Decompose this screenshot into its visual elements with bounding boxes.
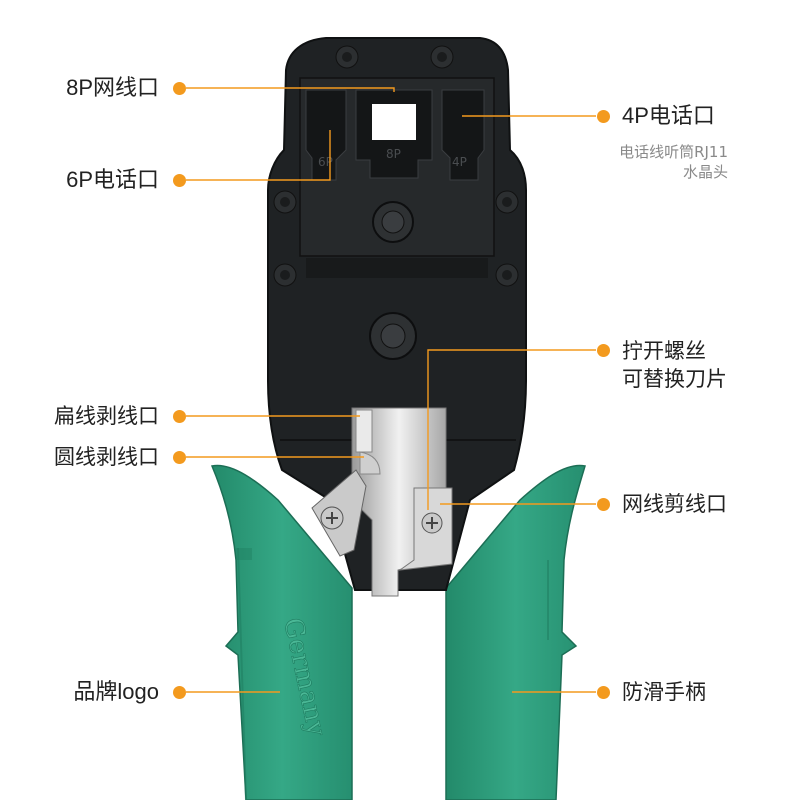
label-cable-cutter: 网线剪线口 (622, 492, 727, 516)
label-screw-line1: 拧开螺丝 (622, 339, 706, 363)
label-6p-port: 6P电话口 (66, 167, 159, 192)
callout-4p-port: 4P电话口 (597, 103, 715, 129)
dot-6p (173, 173, 186, 187)
label-round-stripper: 圆线剥线口 (54, 445, 159, 469)
blade-screw-left (320, 506, 344, 530)
right-handle (445, 464, 586, 800)
callout-brand-logo: 品牌logo (73, 679, 186, 705)
label-replace-blade: 拧开螺丝 可替换刀片 (622, 337, 727, 393)
callout-anti-slip-handle: 防滑手柄 (597, 679, 706, 705)
leader-lines (186, 87, 596, 693)
left-handle (210, 464, 353, 800)
dot-screw (597, 344, 610, 357)
label-screw-line2: 可替换刀片 (622, 367, 727, 391)
callout-replace-blade: 拧开螺丝 可替换刀片 (597, 337, 727, 393)
stripper-blades (311, 407, 453, 597)
crimp-slot-8p (355, 89, 433, 179)
sub-4p-line1: 电话线听筒RJ11 (619, 143, 728, 161)
crimp-slot-6p (305, 89, 347, 181)
sub-4p-line2: 水晶头 (682, 163, 728, 181)
label-8p-port: 8P网线口 (66, 75, 159, 100)
dot-handle (597, 685, 610, 699)
callout-cable-cutter: 网线剪线口 (597, 491, 727, 517)
dot-4p (597, 109, 610, 123)
callout-6p-port: 6P电话口 (66, 167, 186, 193)
dot-8p (173, 81, 186, 95)
crimp-slot-4p (441, 89, 485, 181)
label-flat-stripper: 扁线剥线口 (54, 404, 159, 428)
sub-4p-description: 电话线听筒RJ11 水晶头 (619, 142, 728, 182)
callout-flat-stripper: 扁线剥线口 (54, 403, 186, 429)
callout-round-stripper: 圆线剥线口 (54, 444, 186, 470)
label-anti-slip-handle: 防滑手柄 (622, 680, 706, 704)
label-4p-port: 4P电话口 (622, 103, 715, 128)
dot-flat (173, 409, 186, 423)
slot-mark-4p: 4P (452, 155, 467, 169)
callout-8p-port: 8P网线口 (66, 75, 186, 101)
slot-mark-8p: 8P (386, 147, 401, 161)
dot-cut (597, 497, 610, 511)
slot-mark-6p: 6P (318, 155, 333, 169)
blade-screw-right (421, 512, 443, 534)
label-brand-logo: 品牌logo (73, 679, 159, 704)
dot-logo (173, 685, 186, 699)
dot-round (173, 450, 186, 464)
